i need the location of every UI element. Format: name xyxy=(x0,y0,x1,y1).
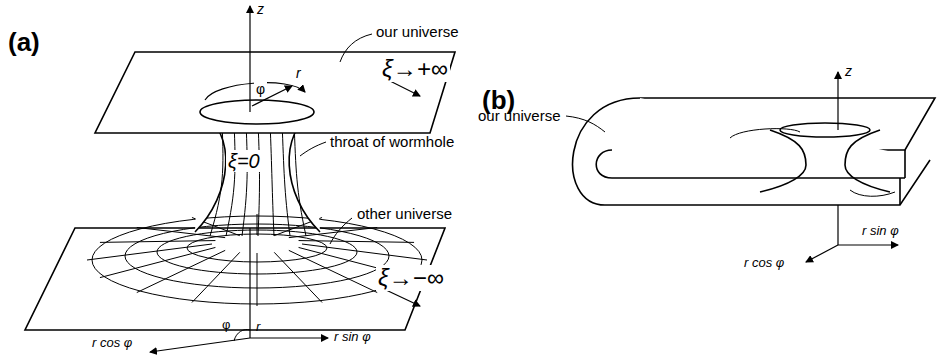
axis-label: r sin φ xyxy=(334,330,371,344)
axis-label: z xyxy=(257,2,264,17)
grid-line xyxy=(257,253,258,306)
grid-line xyxy=(270,122,274,236)
panel-letter: (a) xyxy=(8,28,40,57)
grid-line xyxy=(210,122,223,236)
axis-label: r cos φ xyxy=(92,336,132,350)
grid-line xyxy=(192,252,240,302)
grid-line xyxy=(289,250,377,292)
angle-label: φ xyxy=(222,318,230,332)
coordinate-label: ξ→+∞ xyxy=(380,56,450,82)
axis-label: z xyxy=(845,64,852,79)
grid-line xyxy=(299,241,414,243)
grid-line xyxy=(289,227,377,237)
region-label: throat of wormhole xyxy=(330,134,454,151)
axis-label: r xyxy=(296,66,301,81)
grid-line xyxy=(257,214,258,235)
axis-label: r cos φ xyxy=(744,256,784,270)
axis-label: r xyxy=(256,320,260,334)
grid-line xyxy=(274,252,322,302)
grid-line xyxy=(294,122,306,236)
coordinate-label: ξ=0 xyxy=(226,150,262,172)
grid-line xyxy=(302,244,427,260)
grid-line xyxy=(282,122,290,236)
axis-label: r sin φ xyxy=(862,224,899,238)
angle-label: φ xyxy=(254,82,267,97)
region-label: our universe xyxy=(478,108,561,125)
grid-line xyxy=(258,122,260,236)
region-label: our universe xyxy=(376,24,459,41)
grid-line xyxy=(226,122,235,236)
grid-line xyxy=(87,244,212,260)
grid-line xyxy=(100,241,215,243)
grid-line xyxy=(100,247,215,277)
grid-line xyxy=(242,122,247,236)
region-label: other universe xyxy=(355,206,454,223)
coordinate-label: ξ→−∞ xyxy=(376,265,446,291)
